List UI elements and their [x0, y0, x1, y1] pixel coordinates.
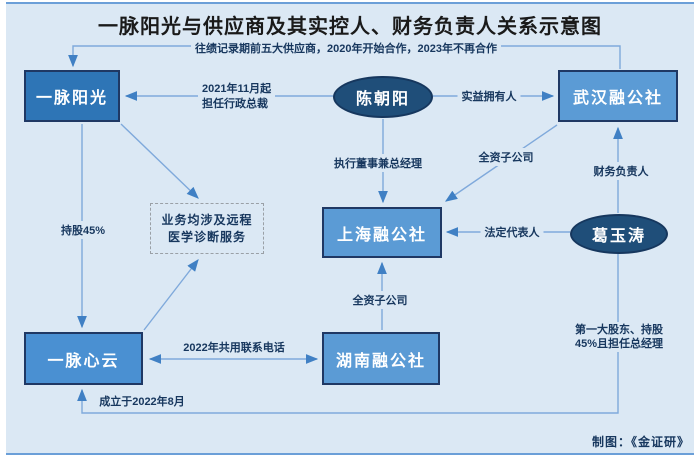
node-yimai-xinyun-label: 一脉心云: [47, 352, 120, 370]
edge-finance-head-label: 财务负责人: [589, 162, 653, 180]
edge-ceo-role-label-line1: 2021年11月起: [202, 83, 272, 95]
edge-shared-phone-label: 2022年共用联系电话: [183, 342, 285, 354]
edge-cooperation-label: 往绩记录期前五大供应商，2020年开始合作，2023年不再合作: [191, 39, 501, 57]
node-yimai-xinyun: 一脉心云: [24, 332, 143, 385]
node-shanghai-ronggongshe-label: 上海融公社: [336, 226, 427, 244]
edge-top-shareholder-label-line2: 45%且担任总经理: [575, 338, 664, 350]
node-remote-diagnosis-note: 业务均涉及远程 医学诊断服务: [150, 203, 264, 254]
node-shanghai-ronggongshe: 上海融公社: [322, 207, 442, 258]
node-wuhan-ronggongshe: 武汉融公社: [558, 70, 678, 122]
edge-top-shareholder-label: 第一大股东、持股 45%且担任总经理: [571, 322, 668, 352]
edge-top-shareholder-label-line1: 第一大股东、持股: [575, 324, 663, 336]
edge-note-from-yangguang-line: [120, 123, 199, 199]
edge-founded-label: 成立于2022年8月: [99, 396, 185, 408]
edge-note-from-xinyun-line: [143, 259, 199, 331]
node-wuhan-ronggongshe-label: 武汉融公社: [572, 90, 663, 107]
note-line-2: 医学诊断服务: [167, 229, 246, 244]
edge-wholly-owned-upper-label: 全资子公司: [474, 148, 538, 166]
node-chen-zhaoyang-label: 陈朝阳: [355, 91, 410, 108]
node-yimai-yangguang: 一脉阳光: [24, 70, 120, 122]
edge-wholly-owned-lower-label: 全资子公司: [348, 291, 412, 309]
node-ge-yutao: 葛玉涛: [570, 214, 668, 254]
node-chen-zhaoyang: 陈朝阳: [333, 76, 433, 118]
edge-exec-director-label: 执行董事兼总经理: [330, 154, 426, 172]
node-hunan-ronggongshe: 湖南融公社: [322, 332, 440, 385]
diagram-title: 一脉阳光与供应商及其实控人、财务负责人关系示意图: [98, 16, 602, 38]
node-ge-yutao-label: 葛玉涛: [591, 228, 646, 245]
edge-shareholding-45-label: 持股45%: [56, 221, 110, 239]
node-yimai-yangguang-label: 一脉阳光: [35, 90, 108, 107]
credit-text: 制图：《金证研》: [591, 435, 690, 449]
node-hunan-ronggongshe-label: 湖南融公社: [335, 352, 426, 370]
edge-legal-rep-label: 法定代表人: [480, 223, 544, 241]
edge-ceo-role-label-line2: 担任行政总裁: [202, 98, 268, 110]
note-line-1: 业务均涉及远程: [161, 212, 253, 227]
edge-ceo-role-label: 2021年11月起 担任行政总裁: [198, 81, 276, 113]
edge-beneficial-owner-label: 实益拥有人: [457, 87, 521, 105]
